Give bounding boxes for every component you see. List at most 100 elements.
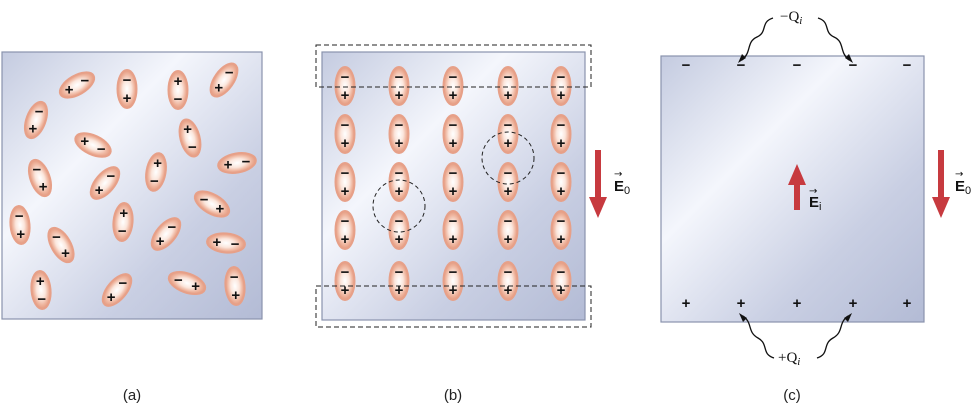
dipole: −+ [217, 152, 257, 174]
dipole: −+ [497, 261, 519, 301]
dipole: −+ [334, 66, 356, 106]
arrowhead [739, 313, 747, 322]
minus-sign: − [504, 213, 513, 230]
plus-sign: + [395, 183, 404, 200]
panel-b: −+−+−+−+−+−+−+−+−+−+−+−+−+−+−+−+−+−+−+−+… [315, 44, 630, 404]
dipole: −+ [497, 162, 519, 202]
dipole: −+ [442, 66, 464, 106]
minus-sign: − [504, 69, 513, 86]
minus-sign: − [15, 208, 24, 225]
random-dipoles: −+−+−+−+−+−+−+−+−+−+−+−+−+−+−+−+−+−+−+−+… [9, 62, 257, 310]
dipole: −+ [9, 205, 31, 245]
minus-sign: − [174, 91, 183, 108]
surface-minus-charge: − [849, 57, 858, 74]
plus-sign: + [395, 282, 404, 299]
minus-sign: − [395, 69, 404, 86]
minus-sign: − [106, 168, 115, 185]
plus-sign: + [191, 278, 200, 295]
dipole: −+ [89, 166, 121, 200]
dipole: −+ [145, 152, 167, 192]
minus-sign: − [225, 65, 234, 82]
applied-field-arrow-b [589, 150, 607, 218]
surface-minus-charge: − [737, 57, 746, 74]
surface-minus-charge: − [682, 57, 691, 74]
plus-sign: + [557, 231, 566, 248]
plus-sign: + [213, 234, 222, 251]
dipole: −+ [550, 261, 572, 301]
plus-sign: + [504, 183, 513, 200]
surface-plus-charge: + [737, 295, 746, 312]
minus-sign: − [395, 117, 404, 134]
plus-sign: + [557, 87, 566, 104]
minus-sign: − [395, 165, 404, 182]
plus-sign: + [449, 135, 458, 152]
minus-sign: − [557, 165, 566, 182]
top-surface-box [315, 44, 592, 88]
minus-sign: − [557, 264, 566, 281]
minus-sign: − [123, 72, 132, 89]
minus-sign: − [395, 264, 404, 281]
minus-sign: − [52, 229, 61, 246]
dipole: −+ [550, 66, 572, 106]
plus-sign: + [123, 90, 132, 107]
dipole: −+ [388, 66, 410, 106]
minus-sign: − [504, 117, 513, 134]
plus-sign: + [36, 273, 45, 290]
surface-plus-charge: + [682, 295, 691, 312]
dielectric-slab-c [660, 55, 925, 323]
plus-sign: + [153, 155, 162, 172]
plus-sign: + [39, 179, 48, 196]
dipole: −+ [334, 114, 356, 154]
surface-minus-charge: − [903, 57, 912, 74]
minus-sign: − [341, 117, 350, 134]
minus-sign: − [200, 191, 209, 208]
plus-sign: + [214, 79, 223, 96]
plus-sign: + [341, 282, 350, 299]
minus-sign: − [341, 264, 350, 281]
dipole: −+ [497, 210, 519, 250]
minus-sign: − [97, 141, 106, 158]
minus-sign: − [504, 165, 513, 182]
plus-sign: + [504, 231, 513, 248]
minus-sign: − [242, 153, 251, 170]
dipole: −+ [47, 226, 75, 264]
dipole: −+ [550, 114, 572, 154]
top-charge-label: −Qi [780, 9, 802, 27]
minus-sign: − [167, 219, 176, 236]
plus-sign: + [341, 183, 350, 200]
minus-sign: − [174, 272, 183, 289]
minus-sign: − [557, 117, 566, 134]
dipole: −+ [167, 270, 207, 295]
dipole: −+ [388, 114, 410, 154]
plus-sign: + [80, 133, 89, 150]
plus-sign: + [395, 231, 404, 248]
dipole: −+ [224, 266, 246, 306]
minus-sign: − [118, 275, 127, 292]
panel-a: −+−+−+−+−+−+−+−+−+−+−+−+−+−+−+−+−+−+−+−+… [1, 51, 263, 404]
minus-sign: − [449, 165, 458, 182]
dipole: −+ [178, 118, 202, 158]
plus-sign: + [341, 87, 350, 104]
minus-sign: − [37, 291, 46, 308]
plus-sign: + [557, 183, 566, 200]
dipole: −+ [101, 273, 133, 307]
field-label-ei: Ei [809, 194, 821, 213]
dipole: −+ [112, 202, 134, 242]
plus-sign: + [61, 245, 70, 262]
aligned-dipoles: −+−+−+−+−+−+−+−+−+−+−+−+−+−+−+−+−+−+−+−+… [334, 66, 572, 301]
minus-sign: − [230, 269, 239, 286]
minus-sign: − [449, 117, 458, 134]
minus-sign: − [81, 72, 90, 89]
vector-arrow-glyph: → [614, 169, 622, 180]
dipole: −+ [209, 62, 239, 98]
dipole: −+ [550, 210, 572, 250]
plus-sign: + [341, 231, 350, 248]
dipole: −+ [206, 232, 246, 254]
dipole: −+ [442, 114, 464, 154]
induced-charge-pointers-bottom [742, 315, 849, 359]
dipole: −+ [23, 100, 49, 140]
minus-sign: − [341, 69, 350, 86]
surface-plus-charge: + [903, 295, 912, 312]
dipole: −+ [388, 162, 410, 202]
